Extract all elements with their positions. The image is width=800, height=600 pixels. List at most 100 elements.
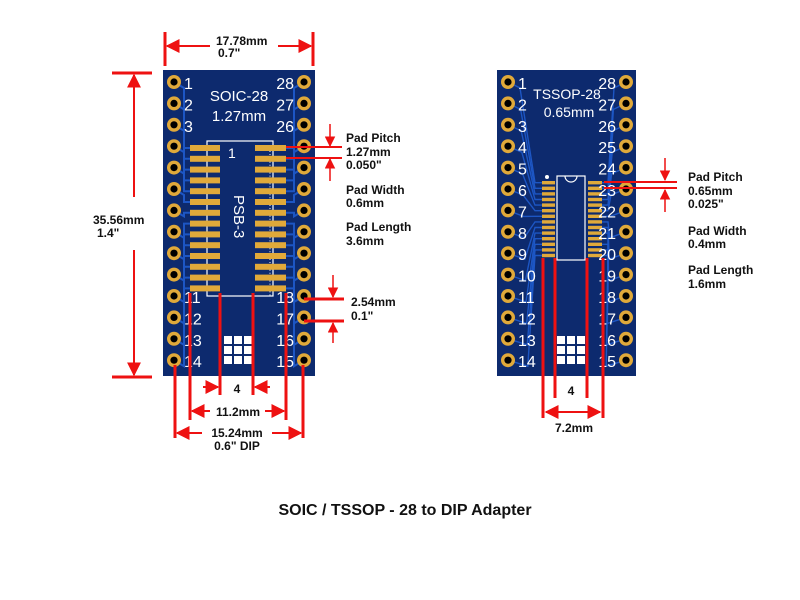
tssop-smd-pad — [588, 231, 602, 235]
tssop-trace — [507, 124, 542, 195]
tssop-pin-hole — [504, 78, 512, 86]
soic-smd-pad — [255, 231, 286, 238]
tssop-pin-hole — [504, 292, 512, 300]
soic-pin-number-right: 27 — [276, 97, 294, 114]
soic-logo-cell — [224, 346, 232, 354]
soic-pin-hole — [300, 78, 308, 86]
tssop-smd-pad — [542, 253, 555, 258]
tssop-pin-number-left: 11 — [518, 290, 535, 307]
tssop-pin-number-left: 10 — [518, 269, 536, 286]
tssop-logo-cell — [557, 336, 565, 344]
tssop-smd-pad — [588, 214, 602, 218]
tssop-pin-hole — [622, 356, 630, 364]
tssop-smd-pad — [588, 220, 602, 224]
tssop-pin-number-left: 7 — [518, 204, 527, 221]
tssop-smd-pad — [588, 186, 602, 190]
soic-logo-cell — [234, 346, 242, 354]
soic-pin-hole — [170, 142, 178, 150]
soic-smd-pad — [190, 209, 220, 216]
soic-smd-pad — [255, 209, 286, 216]
tssop-pin-number-left: 14 — [518, 354, 536, 371]
tssop-smd-pad — [542, 214, 555, 218]
tssop-pad-width-title: Pad Width — [688, 224, 747, 238]
tssop-smd-pad — [588, 237, 602, 241]
tssop-smd-pad — [542, 242, 555, 246]
soic-chip-outline — [206, 140, 274, 297]
tssop-trace — [507, 221, 542, 239]
tssop-smd-pad — [542, 181, 555, 185]
soic-pin-hole — [300, 164, 308, 172]
tssop-inner-gap: 4 — [568, 384, 575, 398]
tssop-trace — [602, 221, 627, 239]
soic-pad-length-value: 3.6mm — [346, 234, 384, 248]
soic-smd-pad — [190, 253, 220, 259]
tssop-pad-width-value: 0.4mm — [688, 237, 726, 251]
tssop-smd-pad — [588, 253, 602, 258]
tssop-smd-pad — [588, 225, 602, 230]
tssop-trace — [602, 145, 627, 201]
soic-pin-hole — [170, 228, 178, 236]
tssop-smd-pad — [542, 248, 555, 252]
soic-pad-pitch-in: 0.050" — [346, 158, 382, 172]
tssop-trace — [602, 209, 627, 218]
soic-board-label: SOIC-28 — [210, 88, 268, 105]
soic-pin-number-left: 14 — [184, 354, 202, 371]
tssop-pin-number-right: 21 — [598, 226, 616, 243]
soic-smd-pad — [190, 274, 220, 281]
soic-row-span-mm: 15.24mm — [211, 426, 262, 440]
tssop-logo-cell — [557, 356, 565, 364]
soic-pin-hole — [170, 121, 178, 129]
tssop-pin-hole — [622, 249, 630, 257]
soic-part-label: PSB-3 — [230, 195, 247, 238]
soic-pad-pitch-title: Pad Pitch — [346, 131, 401, 145]
tssop-smd-pad — [542, 203, 555, 207]
soic-logo-cell — [224, 336, 232, 344]
tssop-pin-hole — [622, 313, 630, 321]
tssop-logo-cell — [557, 346, 565, 354]
tssop-logo-cell — [577, 336, 585, 344]
soic-logo-cell — [244, 346, 252, 354]
tssop-smd-pad — [542, 237, 555, 241]
soic-pin-hole — [170, 99, 178, 107]
tssop-pin-number-right: 15 — [598, 354, 616, 371]
soic-pin-hole — [170, 335, 178, 343]
soic-pad-pitch-mm: 1.27mm — [346, 145, 391, 159]
tssop-trace — [602, 124, 627, 195]
tssop-pin-number-left: 3 — [518, 119, 527, 136]
tssop-pin-hole — [504, 356, 512, 364]
soic-smd-pad — [190, 220, 220, 227]
soic-pin-hole — [300, 249, 308, 257]
soic-pin-hole — [300, 228, 308, 236]
soic-pin1-marker: 1 — [228, 145, 236, 161]
tssop-holes — [501, 75, 633, 368]
tssop-pin-hole — [504, 271, 512, 279]
tssop-pin-number-right: 16 — [598, 333, 616, 350]
soic-width-in: 0.7" — [218, 46, 240, 60]
tssop-pin-hole — [622, 206, 630, 214]
tssop-pad-pitch-in: 0.025" — [688, 197, 724, 211]
soic-pin-hole — [170, 185, 178, 193]
tssop-pin-hole — [622, 164, 630, 172]
tssop-pin-hole — [622, 99, 630, 107]
tssop-smd-pad — [588, 181, 602, 185]
tssop-pin-hole — [504, 228, 512, 236]
tssop-pad-pitch-title: Pad Pitch — [688, 170, 743, 184]
soic-pin-hole — [300, 99, 308, 107]
soic-bottom-dimensions: 4 11.2mm 15.24mm 0.6" DIP — [173, 293, 305, 453]
tssop-smd-pad — [542, 231, 555, 235]
tssop-trace — [507, 226, 542, 261]
tssop-pad-length-title: Pad Length — [688, 263, 753, 277]
tssop-trace — [602, 188, 627, 212]
soic-pin-hole — [300, 121, 308, 129]
soic-pin-number-left: 13 — [184, 333, 202, 350]
tssop-trace — [507, 209, 542, 218]
tssop-pad-pitch-mm: 0.65mm — [688, 184, 733, 198]
soic-pin-number-right: 28 — [276, 76, 294, 93]
soic-smd-pad — [255, 188, 286, 195]
diagram-title: SOIC / TSSOP - 28 to DIP Adapter — [278, 502, 531, 519]
tssop-pin-hole — [504, 99, 512, 107]
soic-pin-spacing-in: 0.1" — [351, 309, 373, 323]
tssop-chip-outline — [556, 175, 586, 261]
tssop-pin-number-right: 27 — [598, 97, 616, 114]
tssop-pin-number-right: 22 — [598, 204, 616, 221]
